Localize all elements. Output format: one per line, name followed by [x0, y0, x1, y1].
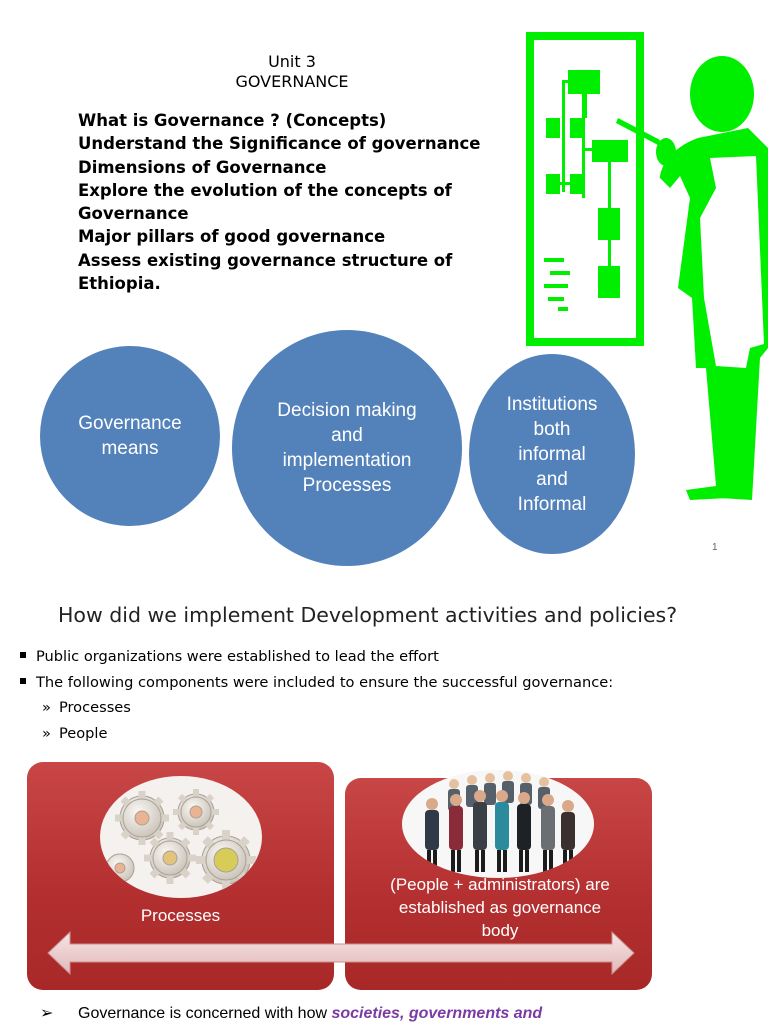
people-group-icon [402, 770, 594, 878]
unit-number: Unit 3 [268, 52, 316, 71]
bubble-label: Decision making and implementation Proce… [277, 400, 417, 496]
bubble-label: Institutions both informal and Informal [506, 393, 598, 515]
chevron-bullet-icon: » [42, 725, 51, 742]
square-bullet-icon [20, 678, 26, 684]
bullet-text: Public organizations were established to… [36, 648, 439, 665]
people-label: (People + administrators) are establishe… [390, 875, 610, 940]
topic-item: Major pillars of good governance [78, 227, 386, 247]
bullet-text: The following components were included t… [36, 674, 614, 691]
chevron-bullet-icon: » [42, 699, 51, 716]
bottom-text-emphasis: societies, governments and [331, 1005, 543, 1022]
processes-label: Processes [140, 906, 221, 925]
topic-item: Understand the Significance of governanc… [78, 134, 481, 154]
bubble-decision-making: Decision making and implementation Proce… [232, 330, 462, 566]
presenter-with-flowchart-icon [526, 32, 768, 500]
topic-item: Governance [78, 204, 189, 224]
bottom-text: Governance is concerned with how [78, 1005, 332, 1022]
bullet-item: Public organizations were established to… [20, 648, 439, 665]
topic-item: Assess existing governance structure of [78, 250, 453, 270]
unit-title-block: Unit 3 GOVERNANCE [180, 52, 404, 92]
square-bullet-icon [20, 652, 26, 658]
sub-bullet-text: People [58, 725, 108, 742]
topic-item: What is Governance ? (Concepts) [78, 111, 387, 130]
topic-item: Dimensions of Governance [78, 157, 327, 177]
sub-bullet-text: Processes [58, 699, 131, 716]
page-number: 1 [712, 542, 718, 553]
topic-item: Ethiopia. [78, 274, 161, 294]
gears-icon [100, 776, 262, 898]
sub-bullet-item: » People [42, 725, 107, 742]
sub-bullet-item: » Processes [42, 699, 131, 716]
bubble-institutions: Institutions both informal and Informal [469, 354, 635, 554]
bubble-governance-means: Governance means [40, 346, 220, 526]
bubble-label: Governance means [78, 413, 182, 459]
arrow-bullet-icon: ➢ [40, 1005, 54, 1022]
bottom-bullet: ➢ Governance is concerned with how societ… [40, 1003, 542, 1023]
bullet-item: The following components were included t… [20, 674, 613, 691]
unit-title: GOVERNANCE [235, 72, 349, 91]
topic-item: Explore the evolution of the concepts of [78, 180, 452, 200]
topic-list: What is Governance ? (Concepts) Understa… [78, 109, 518, 295]
double-arrow-icon [47, 930, 635, 976]
slide-heading: How did we implement Development activit… [58, 603, 678, 627]
